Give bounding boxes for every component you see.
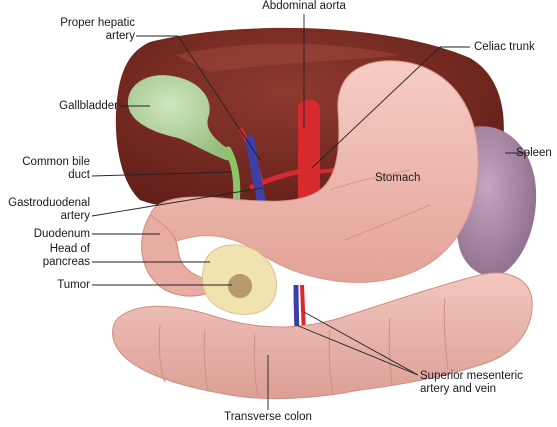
tumor-shape — [228, 274, 252, 298]
label-head-of-pancreas: Head of pancreas — [4, 243, 90, 269]
abdominal-aorta-shape — [298, 100, 320, 210]
label-line: Head of — [49, 243, 90, 255]
label-line: Gastroduodenal — [8, 197, 90, 209]
label-proper-hepatic-artery: Proper hepatic artery — [40, 17, 135, 43]
label-line: pancreas — [42, 256, 90, 268]
label-line: artery — [105, 30, 135, 42]
label-line: duct — [68, 169, 90, 181]
label-stomach: Stomach — [375, 172, 421, 184]
label-spleen: Spleen — [516, 147, 552, 159]
label-transverse-colon: Transverse colon — [224, 411, 312, 423]
label-gallbladder: Gallbladder — [59, 100, 118, 112]
label-tumor: Tumor — [57, 279, 90, 291]
colon-haustra — [158, 297, 449, 399]
label-line: artery — [60, 210, 90, 222]
leader-lines — [91, 14, 530, 410]
label-line: Superior mesenteric — [420, 370, 523, 382]
label-superior-mesenteric: Superior mesenteric artery and vein — [420, 370, 523, 396]
label-line: Common bile — [22, 156, 90, 168]
label-common-bile-duct: Common bile duct — [4, 156, 90, 182]
stomach-shape — [148, 60, 479, 283]
label-abdominal-aorta: Abdominal aorta — [262, 0, 346, 12]
stomach-vein-lines — [329, 169, 431, 241]
label-line: Proper hepatic — [60, 17, 135, 29]
label-celiac-trunk: Celiac trunk — [474, 41, 535, 53]
label-duodenum: Duodenum — [33, 228, 90, 240]
label-gastroduodenal-artery: Gastroduodenal artery — [0, 197, 90, 223]
gallbladder — [127, 75, 234, 161]
label-line: artery and vein — [420, 383, 497, 395]
liver-highlight — [175, 43, 400, 72]
